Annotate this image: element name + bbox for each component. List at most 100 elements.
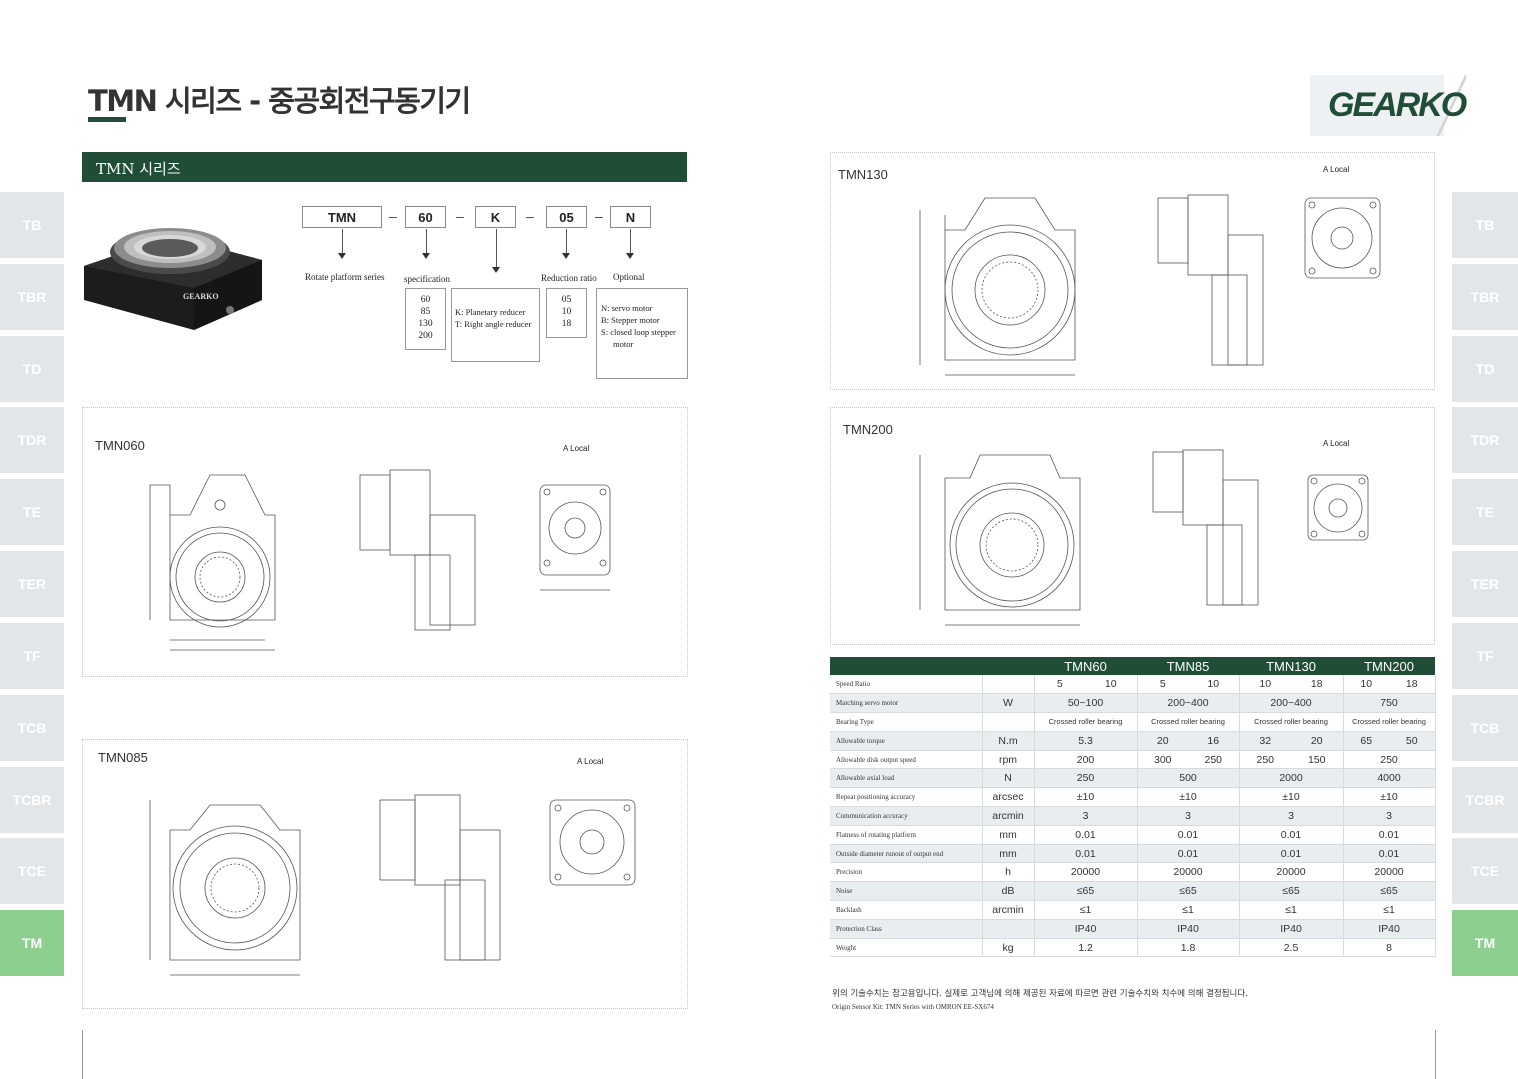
row-label: Outside diameter runout of output end <box>830 844 982 864</box>
table-cell: ≤65 <box>1239 881 1344 902</box>
side-tab-tdr-right[interactable]: TDR <box>1452 407 1518 473</box>
table-cell: 10 <box>1343 675 1390 695</box>
table-cell: ±10 <box>1239 787 1344 808</box>
table-cell: IP40 <box>1239 919 1344 939</box>
side-tab-tf-right[interactable]: TF <box>1452 623 1518 689</box>
code-dash: – <box>456 208 464 224</box>
side-tab-tb[interactable]: TB <box>0 192 64 258</box>
table-cell: 250 <box>1343 750 1436 770</box>
table-cell: Crossed roller bearing <box>1239 712 1344 732</box>
code-dash: – <box>526 208 534 224</box>
label-reduction: Reduction ratio <box>541 273 597 283</box>
row-label: Backlash <box>830 900 982 920</box>
tmn130-technical-drawing <box>919 194 1381 376</box>
row-label: Allowable torque <box>830 731 982 751</box>
table-cell: ≤1 <box>1343 900 1436 920</box>
table-cell: 10 <box>1188 675 1240 695</box>
table-header-row: TMN60 TMN85 TMN130 TMN200 <box>830 657 1436 675</box>
table-cell: IP40 <box>1034 919 1138 939</box>
table-cell: 10 <box>1085 675 1138 695</box>
side-tab-tdr[interactable]: TDR <box>0 407 64 473</box>
connector-line <box>566 229 567 253</box>
table-cell: IP40 <box>1137 919 1240 939</box>
row-label: Allowable axial load <box>830 768 982 789</box>
logo-slant <box>1436 75 1466 136</box>
side-tab-tm-right[interactable]: TM <box>1452 910 1518 976</box>
table-cell: 0.01 <box>1343 844 1436 864</box>
table-cell: 3 <box>1239 806 1344 826</box>
table-cell: 150 <box>1291 750 1344 770</box>
header-blank <box>830 657 1034 675</box>
side-tab-tcbr[interactable]: TCBR <box>0 767 64 833</box>
side-tab-tce-right[interactable]: TCE <box>1452 838 1518 904</box>
row-unit: arcmin <box>981 900 1035 920</box>
logo-background <box>1310 75 1444 136</box>
side-tab-tf[interactable]: TF <box>0 623 64 689</box>
tmn060-technical-drawing <box>149 469 611 651</box>
side-tab-tcbr-right[interactable]: TCBR <box>1452 767 1518 833</box>
side-tab-ter[interactable]: TER <box>0 551 64 617</box>
row-label: Flatness of rotating platform <box>830 825 982 845</box>
table-cell: 0.01 <box>1034 844 1138 864</box>
table-cell: 20000 <box>1239 862 1344 883</box>
side-tab-tbr-right[interactable]: TBR <box>1452 264 1518 330</box>
table-cell: 18 <box>1291 675 1344 695</box>
table-cell: 0.01 <box>1034 825 1138 845</box>
label-optional: Optional <box>613 272 645 282</box>
row-unit: dB <box>981 881 1035 902</box>
product-logo: GEARKO <box>183 292 219 301</box>
table-cell: 20000 <box>1137 862 1240 883</box>
side-tab-tce[interactable]: TCE <box>0 838 64 904</box>
table-cell: ≤65 <box>1137 881 1240 902</box>
side-tab-td-right[interactable]: TD <box>1452 336 1518 402</box>
header-model: TMN60 <box>1034 657 1137 675</box>
connector-line <box>630 229 631 253</box>
row-unit <box>981 712 1035 732</box>
arrow-down-icon <box>562 253 570 259</box>
row-unit: mm <box>981 844 1035 864</box>
table-cell: ±10 <box>1034 787 1138 808</box>
connector-line <box>426 229 427 253</box>
table-cell: 0.01 <box>1137 844 1240 864</box>
drawing-title-tmn200: TMN200 <box>843 422 893 437</box>
drawing-title-tmn085: TMN085 <box>98 750 148 765</box>
side-tab-tb-right[interactable]: TB <box>1452 192 1518 258</box>
table-cell: ≤1 <box>1239 900 1344 920</box>
product-photo <box>84 228 262 330</box>
table-cell: 3 <box>1137 806 1240 826</box>
table-cell: Crossed roller bearing <box>1034 712 1138 732</box>
row-label: Matching servo motor <box>830 693 982 714</box>
arrow-down-icon <box>626 253 634 259</box>
table-cell: 500 <box>1137 768 1240 789</box>
side-tab-te[interactable]: TE <box>0 479 64 545</box>
arrow-down-icon <box>338 253 346 259</box>
side-tab-td[interactable]: TD <box>0 336 64 402</box>
row-unit: N.m <box>981 731 1035 751</box>
side-tab-tcb-right[interactable]: TCB <box>1452 695 1518 761</box>
table-cell: 32 <box>1239 731 1291 751</box>
label-specification: specification <box>404 274 450 284</box>
row-unit: h <box>981 862 1035 883</box>
side-tab-tcb[interactable]: TCB <box>0 695 64 761</box>
drawing-title-tmn060: TMN060 <box>95 438 145 453</box>
table-cell: 2000 <box>1239 768 1344 789</box>
header-model: TMN85 <box>1137 657 1239 675</box>
drawing-tmn060 <box>82 407 688 677</box>
code-ratio: 05 <box>546 206 587 228</box>
side-tab-tbr[interactable]: TBR <box>0 264 64 330</box>
drawing-tmn200 <box>830 407 1435 645</box>
side-tab-te-right[interactable]: TE <box>1452 479 1518 545</box>
side-tab-ter-right[interactable]: TER <box>1452 551 1518 617</box>
brand-logo: GEARKO <box>1328 86 1467 124</box>
side-tab-tm[interactable]: TM <box>0 910 64 976</box>
